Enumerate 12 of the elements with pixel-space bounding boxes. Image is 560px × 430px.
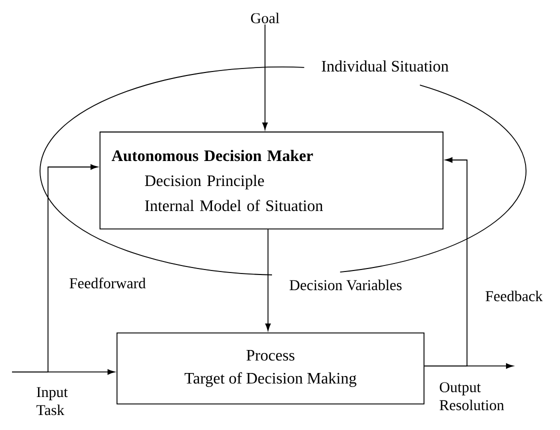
text-label: Goal [251, 12, 280, 24]
edge-label: Feedback [484, 290, 544, 302]
edge-label: Decision Variables [288, 278, 404, 292]
process-box: Autonomous Decision Maker Decision Principle Internal Model of Situation [100, 132, 444, 230]
edge-label: Input Task [35, 386, 70, 416]
edge-label: Output Resolution [438, 381, 504, 412]
arrow [262, 24, 268, 130]
arrow [424, 157, 468, 366]
arrow [12, 164, 98, 372]
edge-label: Feedforward [68, 276, 147, 290]
process-box: Process Target of Decision Making [116, 332, 424, 404]
arrow [265, 228, 271, 331]
